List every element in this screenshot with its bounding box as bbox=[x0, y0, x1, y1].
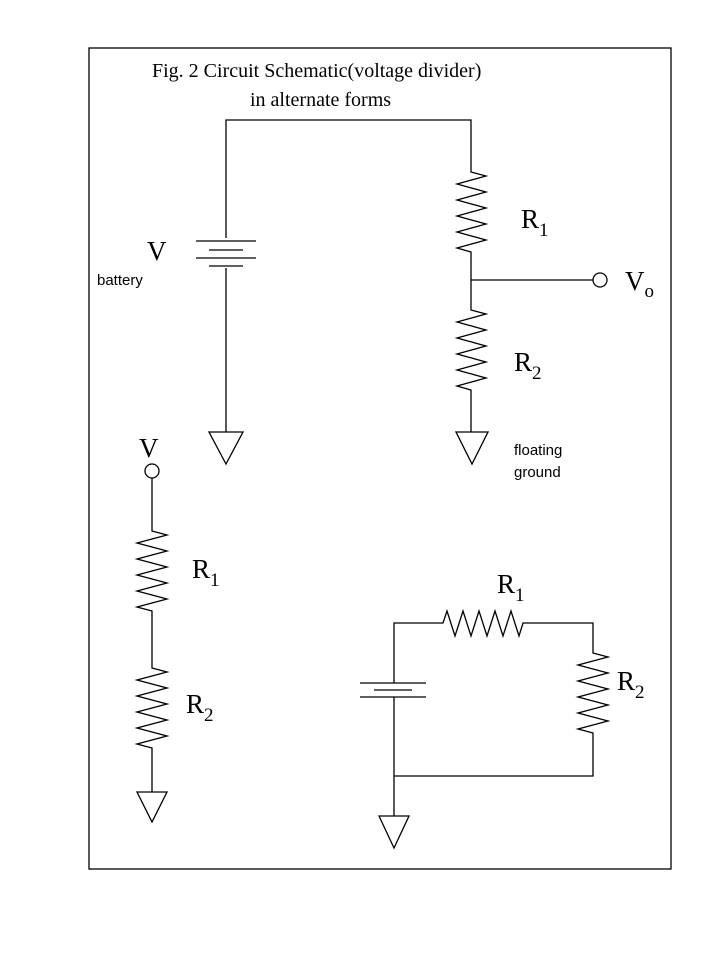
circuit-b-ground-symbol bbox=[135, 791, 169, 824]
circuit-b-source-terminal bbox=[144, 463, 160, 479]
circuit-a-battery-ground-symbol bbox=[207, 431, 245, 466]
circuit-a-ground-label: ground bbox=[514, 464, 561, 481]
circuit-c-r2-label: R2 bbox=[617, 666, 645, 703]
circuit-c-battery-symbol bbox=[360, 682, 426, 698]
circuit-c-resistor-r1 bbox=[440, 608, 528, 639]
circuit-c-r1-label: R1 bbox=[497, 569, 525, 606]
circuit-c-right-wire bbox=[528, 622, 594, 650]
circuit-a-r2-label: R2 bbox=[514, 347, 542, 384]
circuit-a-resistor-r2 bbox=[454, 305, 489, 397]
circuit-a-battery-label: battery bbox=[97, 272, 143, 289]
caption-line-2: in alternate forms bbox=[250, 89, 391, 111]
circuit-b-series-resistors: V R1 R2 bbox=[134, 433, 220, 824]
circuit-b-resistor-r1 bbox=[134, 528, 170, 615]
circuit-a-source-label: V bbox=[147, 236, 167, 266]
circuit-a-floating-ground-symbol bbox=[454, 431, 490, 466]
circuit-a-output-terminal bbox=[592, 272, 608, 288]
caption-line-1: Fig. 2 Circuit Schematic(voltage divider… bbox=[152, 60, 481, 82]
circuit-b-source-label: V bbox=[139, 433, 159, 463]
circuit-a-vertical-divider: V battery R1 R2 Vo floating ground bbox=[97, 119, 654, 481]
circuit-a-top-wire bbox=[225, 119, 472, 238]
circuit-a-resistor-r1 bbox=[454, 165, 489, 260]
circuit-c-loop-divider: R1 R2 bbox=[360, 569, 645, 850]
circuit-b-r2-label: R2 bbox=[186, 689, 214, 726]
figure-border bbox=[88, 47, 672, 870]
circuit-b-r1-label: R1 bbox=[192, 554, 220, 591]
circuit-c-bottom-wire bbox=[394, 737, 594, 777]
circuit-c-left-top-wire bbox=[393, 622, 440, 683]
circuit-a-floating-label: floating bbox=[514, 442, 562, 459]
circuit-c-ground-symbol bbox=[377, 815, 411, 850]
circuit-a-r1-label: R1 bbox=[521, 204, 549, 241]
circuit-c-resistor-r2 bbox=[575, 650, 611, 737]
circuit-b-resistor-r2 bbox=[134, 665, 170, 752]
circuit-a-battery-symbol bbox=[196, 240, 256, 267]
circuit-a-output-label: Vo bbox=[625, 266, 654, 302]
